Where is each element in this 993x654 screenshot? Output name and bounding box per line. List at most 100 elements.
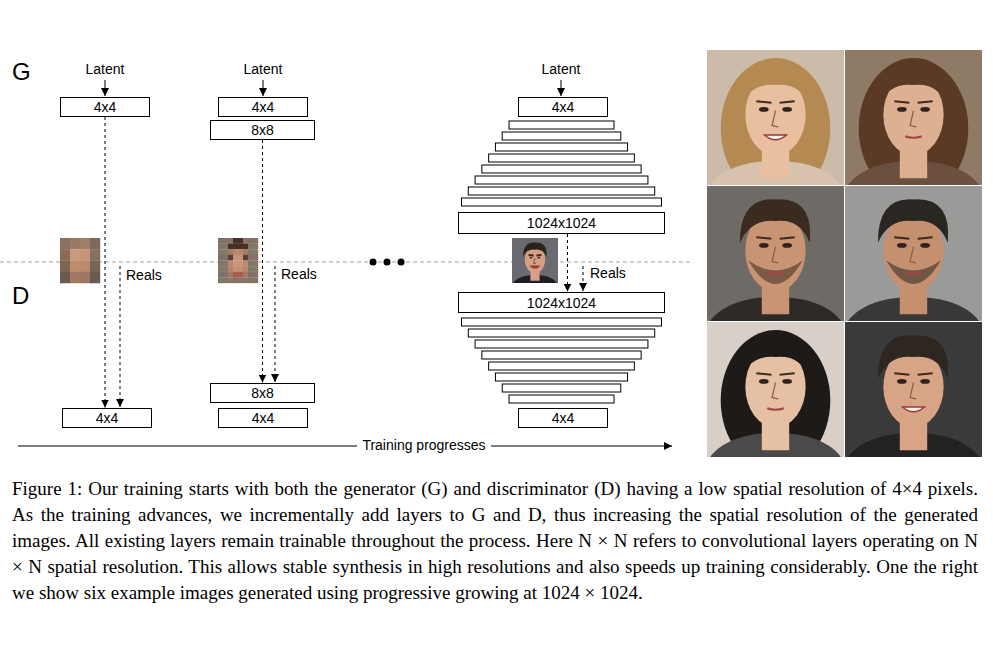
layer-bar <box>482 351 641 359</box>
eye <box>897 379 907 384</box>
resolution-label: 4x4 <box>552 99 575 115</box>
pixel <box>253 244 258 250</box>
reals-arrow <box>583 266 584 291</box>
nose <box>910 111 916 127</box>
face-photo <box>512 238 558 283</box>
face-photo <box>707 186 844 321</box>
layer-bar <box>462 198 662 206</box>
layer-bar <box>509 395 614 403</box>
pixel <box>243 238 248 244</box>
pixel <box>253 266 258 272</box>
layer-box: 8x8 <box>210 120 315 140</box>
pixel <box>70 261 80 273</box>
pixel <box>60 249 70 261</box>
resolution-label: 4x4 <box>252 99 275 115</box>
hair <box>721 330 831 457</box>
pixel <box>233 238 238 244</box>
reals-arrow <box>275 266 276 382</box>
eyebrow <box>780 237 795 238</box>
mouth <box>905 136 921 137</box>
pixel <box>223 277 228 283</box>
eyebrow <box>756 237 771 238</box>
pixel <box>223 272 228 278</box>
photo-background <box>845 186 982 321</box>
pixel <box>248 238 253 244</box>
pixel <box>218 277 223 283</box>
pixel <box>228 272 233 278</box>
eyebrow <box>894 237 909 238</box>
pixel <box>90 238 100 250</box>
layer-box: 8x8 <box>210 383 315 403</box>
pixel <box>248 261 253 267</box>
pixel <box>243 272 248 278</box>
pixel <box>80 261 90 273</box>
pixel <box>238 261 243 267</box>
layer-bar <box>509 121 614 129</box>
nose <box>910 383 916 399</box>
eye <box>759 107 769 112</box>
pixel <box>238 272 243 278</box>
pixel <box>80 272 90 284</box>
layer-box: 1024x1024 <box>458 292 665 313</box>
pixel <box>253 277 258 283</box>
layer-box: 4x4 <box>218 408 308 428</box>
eye <box>759 379 769 384</box>
pixel <box>223 244 228 250</box>
eyebrow <box>780 101 795 102</box>
layer-bar <box>462 318 662 326</box>
pixel <box>223 249 228 255</box>
pixel <box>253 272 258 278</box>
eyebrow <box>894 373 909 374</box>
face-photo <box>845 186 982 321</box>
progress-arrow <box>18 445 672 446</box>
eye <box>782 243 792 248</box>
pixel <box>60 238 70 250</box>
pixel <box>233 266 238 272</box>
feed-arrow <box>567 234 568 292</box>
pixel <box>228 249 233 255</box>
layer-bar <box>495 143 627 151</box>
pixel <box>238 277 243 283</box>
eye <box>537 257 540 259</box>
input-label: Latent <box>542 61 581 78</box>
pixel <box>248 249 253 255</box>
resolution-label: 4x4 <box>94 99 117 115</box>
pixel <box>218 272 223 278</box>
mouth <box>903 407 925 412</box>
pixel <box>243 277 248 283</box>
input-label: Latent <box>86 61 125 78</box>
nose <box>910 247 916 263</box>
pixel <box>90 249 100 261</box>
pixel <box>253 261 258 267</box>
pixel <box>253 255 258 261</box>
eyebrow <box>918 101 933 102</box>
pixel <box>228 266 233 272</box>
divider-line <box>0 262 690 263</box>
pixel <box>228 244 233 250</box>
layer-bar <box>502 384 621 392</box>
reals-arrow <box>120 266 121 407</box>
layer-bar <box>489 362 635 370</box>
pixel <box>218 255 223 261</box>
hair <box>878 335 948 378</box>
layer-bar <box>468 187 654 195</box>
hair <box>740 335 810 378</box>
pixel <box>233 255 238 261</box>
latent-arrow <box>263 80 264 96</box>
pixel <box>80 249 90 261</box>
resolution-label: 4x4 <box>96 410 119 426</box>
eyebrow <box>918 237 933 238</box>
layer-box: 1024x1024 <box>458 212 665 234</box>
photo-background <box>707 186 844 321</box>
beard <box>748 260 803 284</box>
feed-arrow <box>262 140 263 383</box>
pixel <box>248 255 253 261</box>
eyebrow <box>780 373 795 374</box>
photo-background <box>845 322 982 457</box>
layer-box: 4x4 <box>60 97 150 117</box>
pixel <box>228 255 233 261</box>
eye <box>897 107 907 112</box>
resolution-label: 1024x1024 <box>527 295 596 311</box>
pixel <box>223 266 228 272</box>
